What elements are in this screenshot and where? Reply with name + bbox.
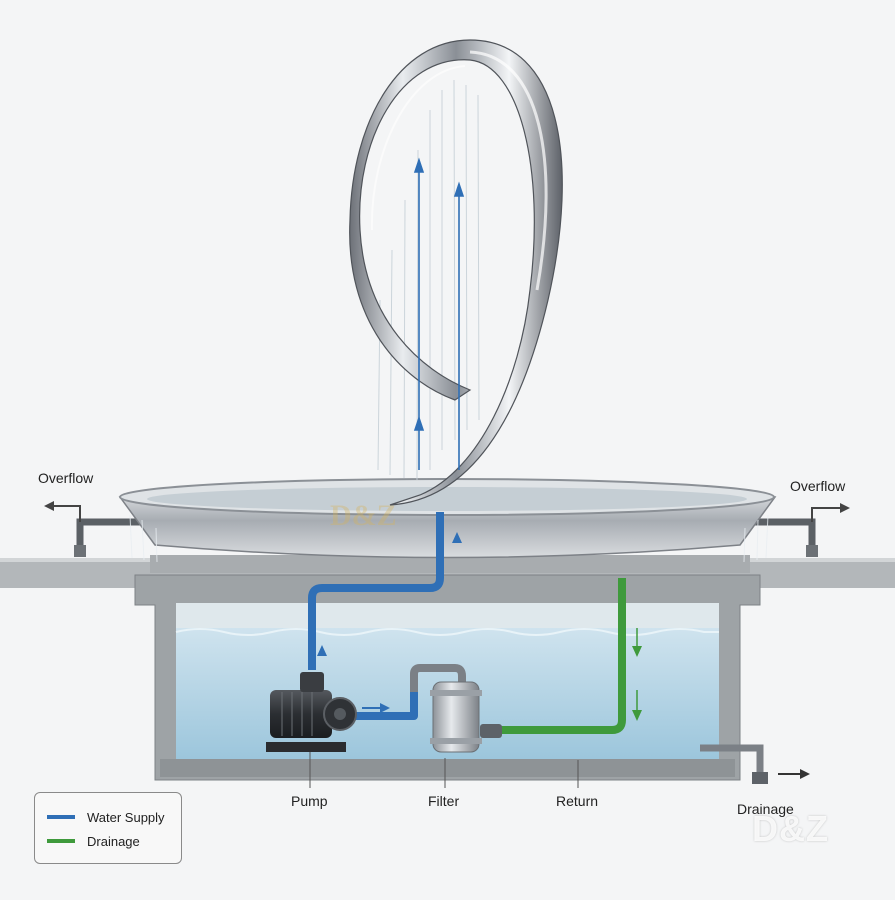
- drainage-pipe: [700, 744, 810, 784]
- brand-watermark: D&Z: [752, 808, 829, 849]
- return-label: Return: [556, 793, 599, 809]
- pump-label: Pump: [291, 793, 328, 809]
- filter-unit: [430, 681, 502, 753]
- drainage-arrow-down-icon: [632, 710, 642, 721]
- legend-swatch-water-supply: [47, 815, 75, 819]
- overflow-right-pipe: [755, 503, 850, 557]
- legend-swatch-drainage: [47, 839, 75, 843]
- legend-label-water-supply: Water Supply: [87, 809, 165, 825]
- fountain-bowl: [118, 478, 777, 563]
- drainage-label: Drainage: [737, 801, 794, 817]
- drainage-out-arrow-icon: [800, 769, 810, 779]
- pump-unit: [266, 672, 357, 752]
- filter-label: Filter: [428, 793, 460, 809]
- overflow-left-arrow: [44, 501, 54, 511]
- overflow-right-label: Overflow: [790, 478, 846, 494]
- jet-arrow-up-icon: [413, 157, 425, 173]
- label-leaders: [309, 752, 579, 788]
- jet-arrow-up-icon: [453, 181, 465, 197]
- legend: Water Supply Drainage: [34, 792, 182, 864]
- legend-label-drainage: Drainage: [87, 833, 140, 849]
- return-pipe: [500, 578, 642, 734]
- jet-arrows: [413, 157, 465, 470]
- steel-sculpture: [349, 39, 563, 506]
- legend-item-water-supply: Water Supply: [47, 808, 165, 826]
- overflow-left-label: Overflow: [38, 470, 94, 486]
- supply-arrow-up-icon: [452, 532, 462, 543]
- legend-item-drainage: Drainage: [47, 832, 140, 850]
- drainage-arrow-down-icon: [632, 646, 642, 657]
- water-streams: [377, 79, 480, 481]
- overflow-left-pipe: [44, 501, 140, 557]
- center-watermark-logo: D&Z: [330, 499, 397, 532]
- svg-text:D&Z: D&Z: [330, 499, 397, 532]
- filter-inlet-pipe: [410, 664, 466, 692]
- water-supply-pipe: [308, 512, 462, 720]
- supply-arrow-right-icon: [380, 703, 390, 713]
- bowl-base: [150, 555, 750, 573]
- overflow-right-arrow: [840, 503, 850, 513]
- supply-arrow-up-icon: [317, 645, 327, 656]
